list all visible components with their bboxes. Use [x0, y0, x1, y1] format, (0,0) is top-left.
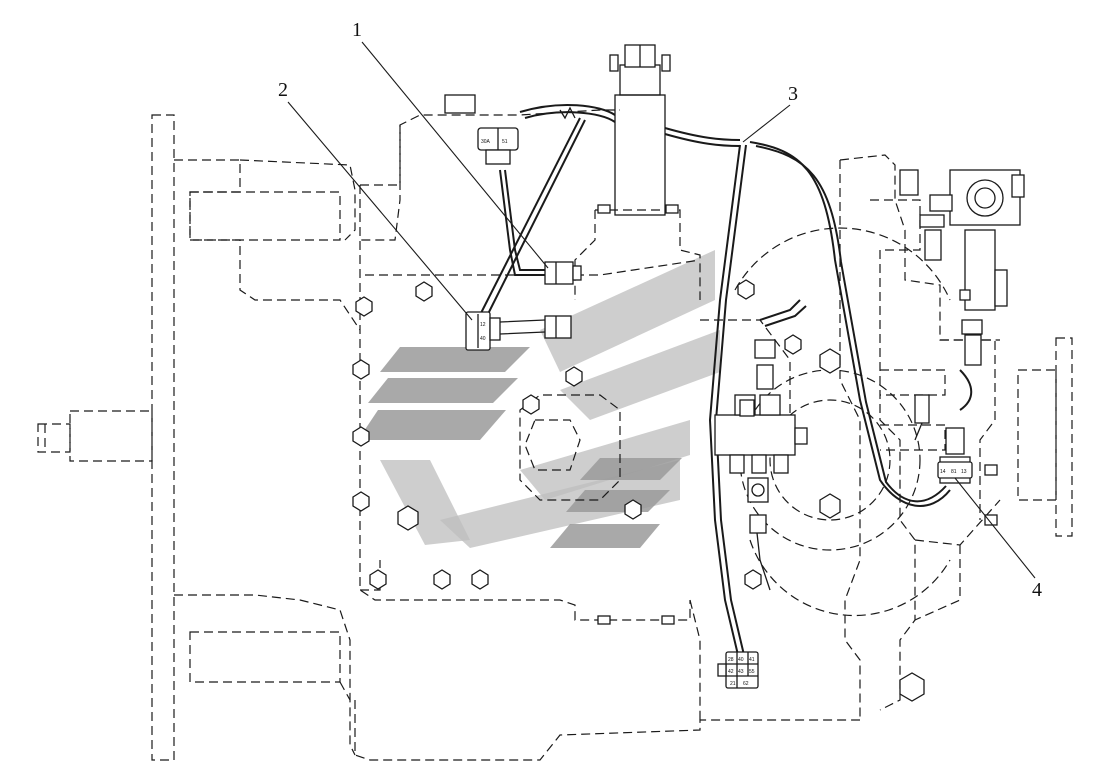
- connector-pin: 81: [951, 469, 957, 475]
- callout-3: 3: [788, 83, 798, 105]
- solenoid-block: [929, 169, 1025, 311]
- connector-pin: 51: [502, 139, 508, 145]
- right-fittings: [899, 169, 983, 484]
- callout-2: 2: [278, 79, 288, 101]
- callout-4: 4: [1032, 579, 1042, 601]
- connector-pin: 41: [749, 657, 755, 663]
- input-shaft: [37, 410, 153, 462]
- right-connector: 14 81 13: [937, 461, 973, 479]
- connector-pin: 40: [738, 657, 744, 663]
- connector-pin: 30A: [481, 139, 491, 145]
- connector-top-left: 30A 51: [477, 127, 519, 165]
- bolts: [352, 204, 998, 702]
- neutral-switch: [544, 261, 582, 285]
- shift-tower: [444, 44, 671, 216]
- callouts: 1 2 3 4: [278, 19, 1042, 601]
- connector-pin: 43: [738, 669, 744, 675]
- connector-pin: 14: [940, 469, 946, 475]
- connector-pin: 40: [480, 336, 486, 342]
- bell-housing: [151, 114, 361, 761]
- connector-pin: 13: [961, 469, 967, 475]
- connector-pin: 28: [728, 657, 734, 663]
- connector-pin: 12: [480, 322, 486, 328]
- valve-block: [714, 299, 808, 591]
- harness-connector-bottom: 28 40 41 42 43 55 21 62: [717, 651, 759, 689]
- connector-pin: 62: [743, 681, 749, 687]
- leader-lines: [287, 41, 1036, 579]
- wiring-harness: [479, 104, 951, 656]
- callout-1: 1: [352, 19, 362, 41]
- watermark-logo: [358, 250, 720, 548]
- connector-pin: 42: [728, 669, 734, 675]
- sensor-connector: 12 40: [465, 311, 572, 351]
- connector-pin: 21: [730, 681, 736, 687]
- connector-pin: 55: [749, 669, 755, 675]
